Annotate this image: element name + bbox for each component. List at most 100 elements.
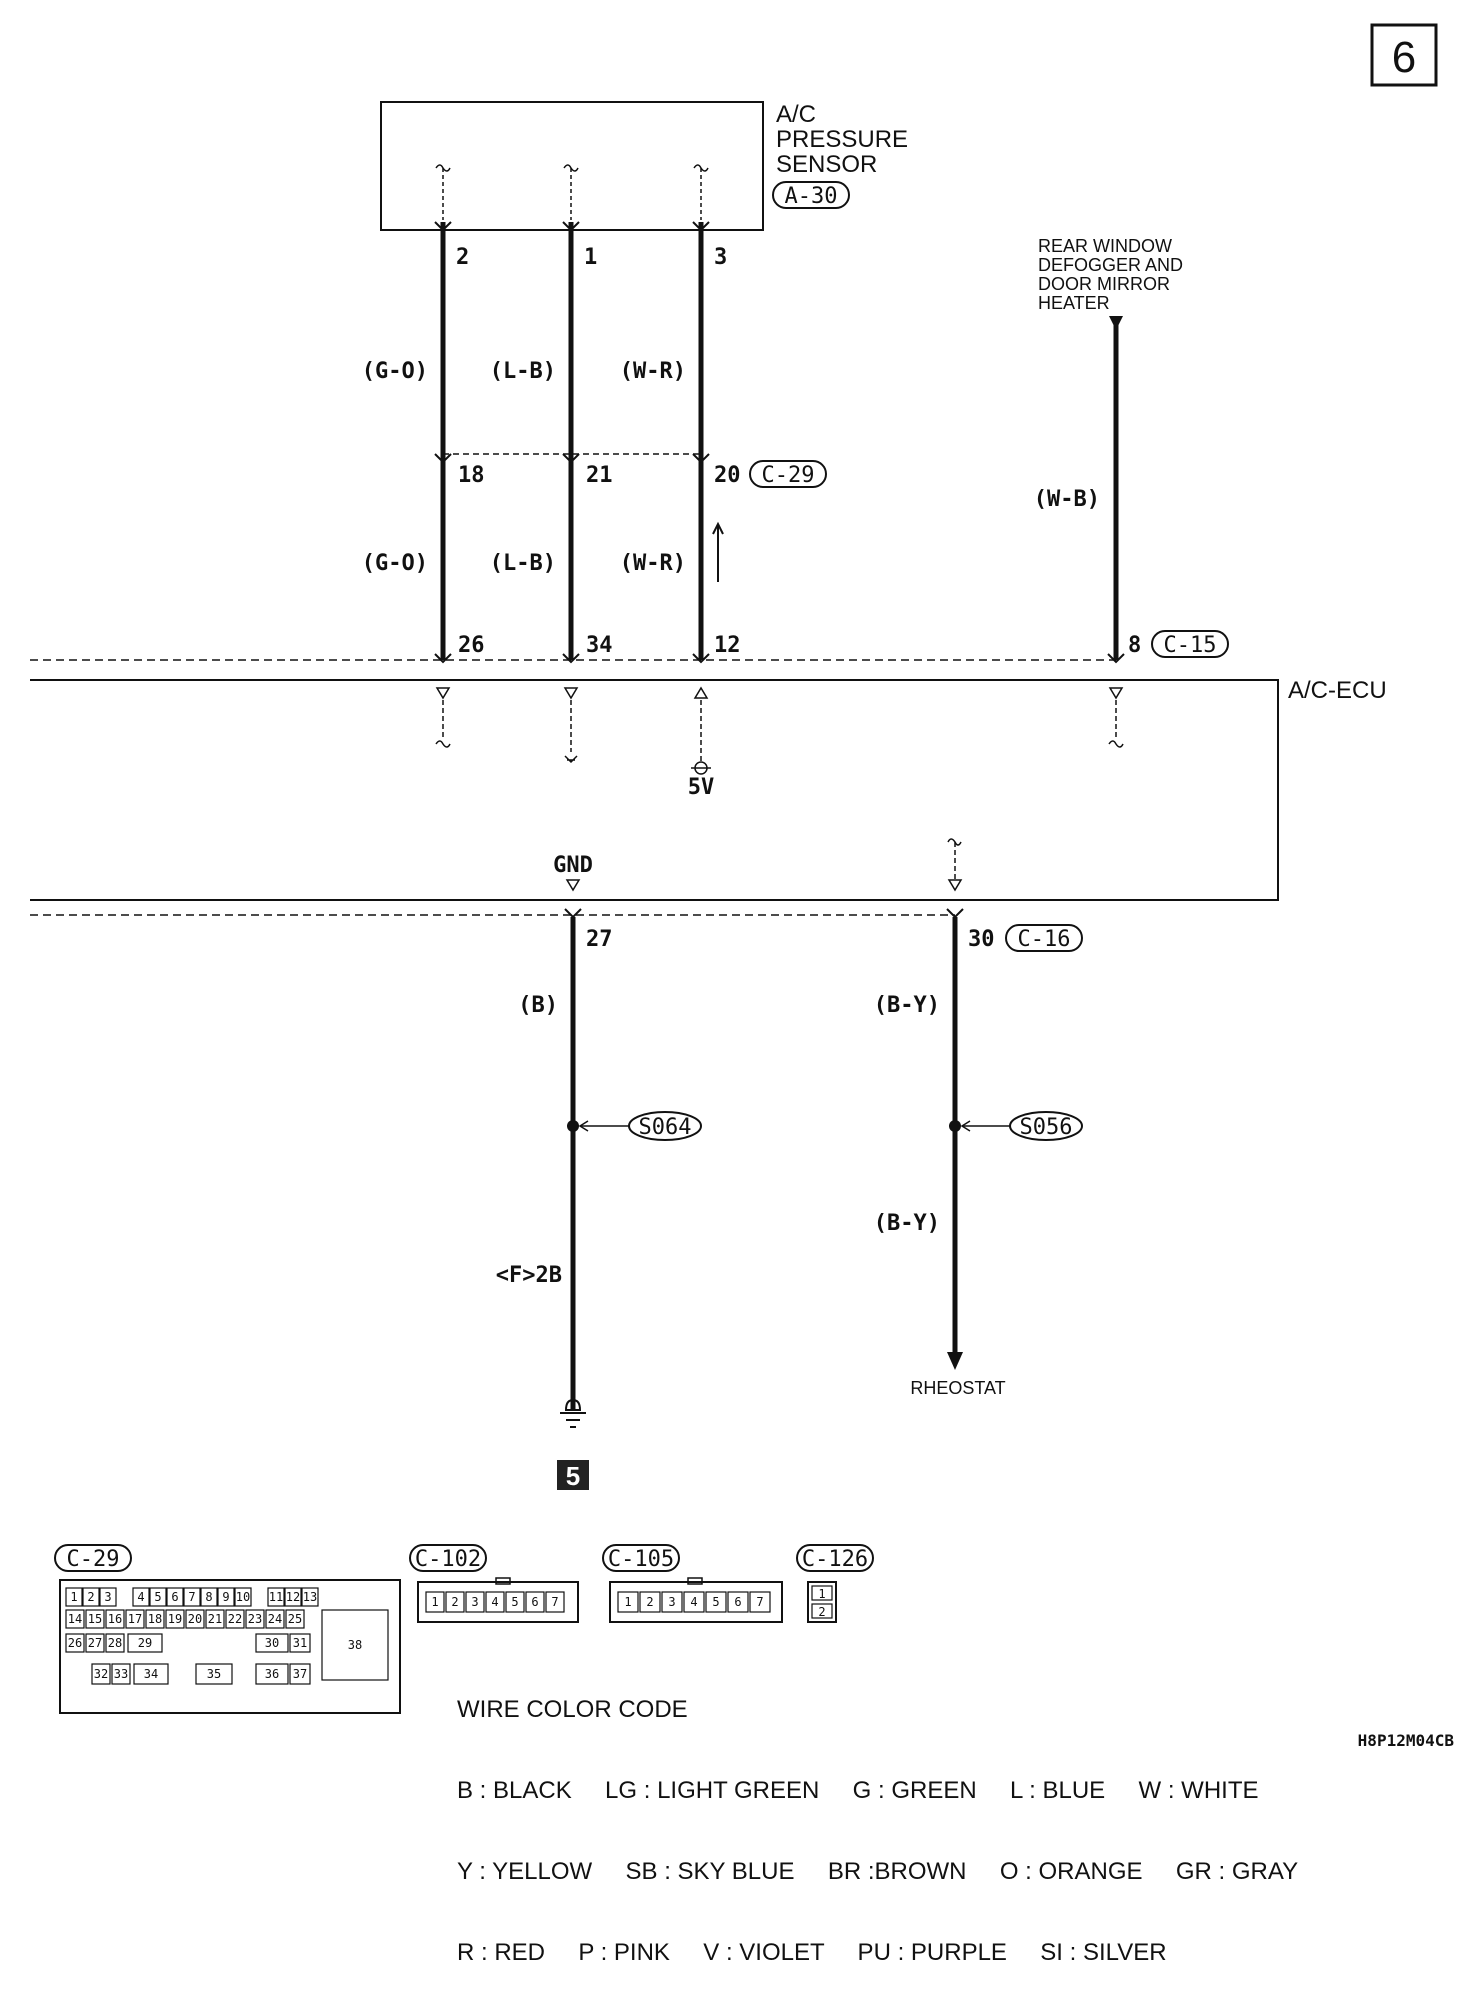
c29-view-pin-23: 23 (248, 1612, 262, 1626)
c29-view-pin-33-cell (111, 1663, 131, 1685)
sensor-pin-2: 2 (456, 245, 469, 270)
ecu-gnd-label: GND (553, 853, 593, 878)
wire-color-b: (B) (518, 993, 558, 1018)
c105-view-pin-6: 6 (734, 1595, 741, 1609)
c29-view-pin-8: 8 (205, 1590, 212, 1604)
ac-ecu: A/C-ECU 5V GND (30, 677, 1387, 901)
wire-b-ground (560, 917, 586, 1428)
legend-line1: B : BLACK LG : LIGHT GREEN G : GREEN L :… (457, 1777, 1259, 1804)
c29-view-pin-8-cell (200, 1587, 218, 1607)
c29-view-pin-14: 14 (68, 1612, 82, 1626)
c29-view-pin-36-cell (255, 1663, 289, 1685)
c29-connector-label: C-29 (762, 463, 815, 488)
c102-view-pin-5: 5 (511, 1595, 518, 1609)
c29-view-pin-6: 6 (171, 1590, 178, 1604)
legend-line2: Y : YELLOW SB : SKY BLUE BR :BROWN O : O… (457, 1858, 1299, 1885)
c105-view-pin-5-cell (705, 1591, 727, 1613)
c105-view-title: C-105 (608, 1547, 674, 1572)
c29-view-pin-12-cell (284, 1587, 302, 1607)
c126-pin-1: 1 (818, 1587, 825, 1601)
splice-s064-label: S064 (639, 1115, 692, 1140)
c105-view-pin-3: 3 (668, 1595, 675, 1609)
c29-view-pin-18: 18 (148, 1612, 162, 1626)
defogger-line4: HEATER (1038, 293, 1110, 313)
c102-view-pin-7: 7 (551, 1595, 558, 1609)
c102-view-pin-2: 2 (451, 1595, 458, 1609)
c105-view-pin-1: 1 (624, 1595, 631, 1609)
c29-view-pin-14-cell (65, 1609, 85, 1629)
diagram-code: H8P12M04CB (1357, 1731, 1454, 1750)
c126-view-title: C-126 (802, 1547, 868, 1572)
c29-view-pin-33: 33 (114, 1667, 128, 1681)
c29-view-pin-29-cell (127, 1633, 163, 1653)
c29-view-pin-16-cell (105, 1609, 125, 1629)
c102-view-pin-6: 6 (531, 1595, 538, 1609)
c29-view-pin-4-cell (132, 1587, 150, 1607)
ecu-pin-8: 8 (1128, 633, 1141, 658)
ac-pressure-sensor: A/C PRESSURE SENSOR A-30 (380, 101, 908, 231)
c29-view-pin-19-cell (165, 1609, 185, 1629)
c29-view-pin-38-cell (321, 1609, 389, 1681)
connector-view-c126: C-126 1 2 (796, 1544, 874, 1623)
c29-view-pin-15: 15 (88, 1612, 102, 1626)
wire-color-wr-lower: (W-R) (620, 551, 686, 576)
legend-line3: R : RED P : PINK V : VIOLET PU : PURPLE … (457, 1939, 1167, 1966)
page-number: 6 (1392, 33, 1416, 82)
c29-view-pin-25-cell (285, 1609, 305, 1629)
sensor-pin-1: 1 (584, 245, 597, 270)
c29-view-pin-23-cell (245, 1609, 265, 1629)
c29-view-pin-38: 38 (348, 1638, 362, 1652)
wire-color-legend: WIRE COLOR CODE B : BLACK LG : LIGHT GRE… (457, 1642, 1298, 1993)
ecu-pin-26: 26 (458, 633, 485, 658)
defogger-line2: DEFOGGER AND (1038, 255, 1183, 275)
c29-view-pin-21-cell (205, 1609, 225, 1629)
c15-connector-label: C-15 (1164, 633, 1217, 658)
wire-color-by-lower: (B-Y) (874, 1211, 940, 1236)
c29-view-pin-35: 35 (207, 1667, 221, 1681)
c29-view-pin-26: 26 (68, 1636, 82, 1650)
c102-view-pin-4-cell (485, 1591, 505, 1613)
c126-pin-2: 2 (818, 1605, 825, 1619)
c29-pin-18: 18 (458, 463, 485, 488)
c29-view-pin-3-cell (99, 1587, 117, 1607)
rheostat-label: RHEOSTAT (910, 1378, 1005, 1398)
sensor-connector-label: A-30 (785, 184, 838, 209)
c29-view-pin-1-cell (65, 1587, 83, 1607)
c105-view-pin-6-cell (727, 1591, 749, 1613)
c29-view-pin-4: 4 (137, 1590, 144, 1604)
c29-view-pin-22: 22 (228, 1612, 242, 1626)
ecu-name: A/C-ECU (1288, 677, 1387, 704)
wire-color-wr-upper: (W-R) (620, 359, 686, 384)
c102-view-pin-7-cell (545, 1591, 565, 1613)
c29-view-pin-1: 1 (70, 1590, 77, 1604)
ecu-pin-27: 27 (586, 927, 613, 952)
c29-view-pin-2: 2 (87, 1590, 94, 1604)
c29-view-pin-20-cell (185, 1609, 205, 1629)
c29-view-pin-24: 24 (268, 1612, 282, 1626)
signal-direction-arrow (712, 521, 724, 582)
rear-window-defogger-source: REAR WINDOW DEFOGGER AND DOOR MIRROR HEA… (1038, 236, 1183, 330)
c29-view-pin-32: 32 (94, 1667, 108, 1681)
c29-view-pin-27-cell (85, 1633, 105, 1653)
c29-view-pin-2-cell (82, 1587, 100, 1607)
c105-view-pin-3-cell (661, 1591, 683, 1613)
defogger-line3: DOOR MIRROR (1038, 274, 1170, 294)
c29-view-pin-18-cell (145, 1609, 165, 1629)
c102-view-pin-3: 3 (471, 1595, 478, 1609)
c29-view-pin-20: 20 (188, 1612, 202, 1626)
c29-view-pin-21: 21 (208, 1612, 222, 1626)
c29-view-pin-5-cell (149, 1587, 167, 1607)
c29-view-pin-32-cell (91, 1663, 111, 1685)
c29-view-pin-27: 27 (88, 1636, 102, 1650)
wiring-diagram: 6 A/C PRESSURE SENSOR A-30 2 1 3 (G-O) (… (30, 23, 1438, 1714)
c102-view-pin-2-cell (445, 1591, 465, 1613)
c29-view-pin-22-cell (225, 1609, 245, 1629)
c29-view-pin-30-cell (255, 1633, 289, 1653)
sensor-name-line3: SENSOR (776, 151, 877, 178)
wire-color-lb-lower: (L-B) (490, 551, 556, 576)
junction-connector-c29: 18 21 20 C-29 (434, 453, 827, 488)
wire-color-lb-upper: (L-B) (490, 359, 556, 384)
